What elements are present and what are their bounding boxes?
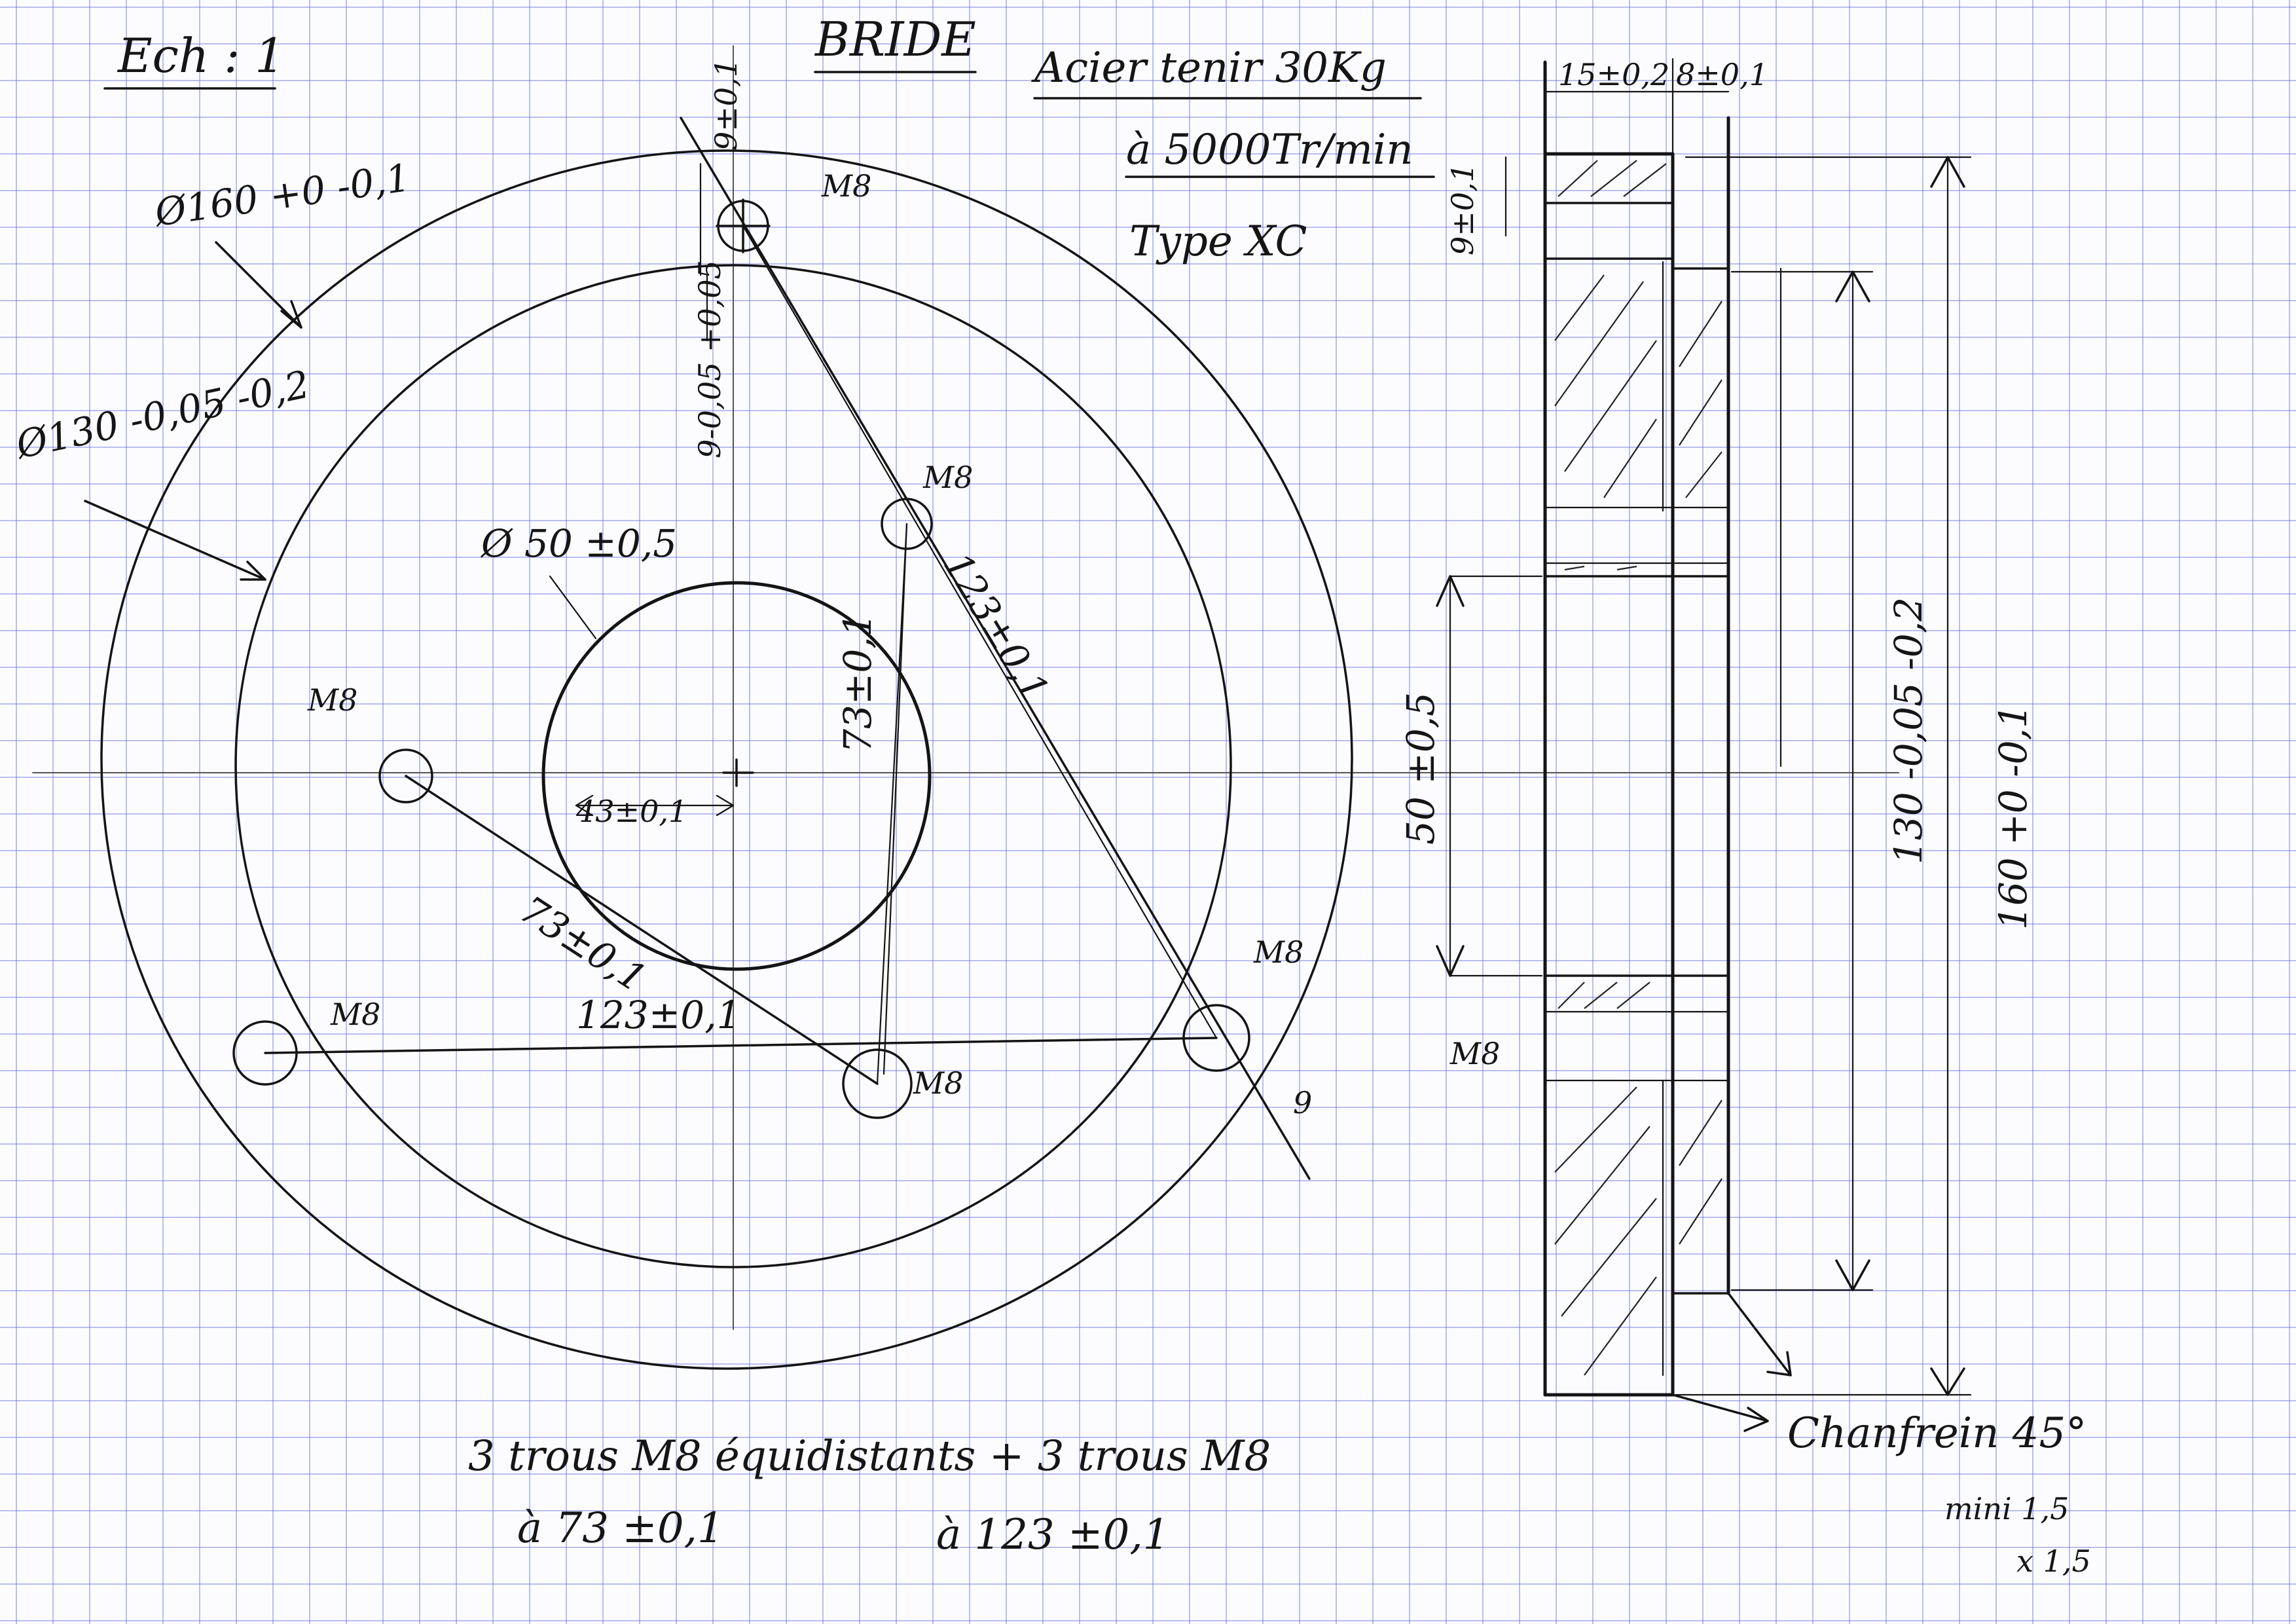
arrowhead-160: [280, 300, 302, 329]
chamfer-arrow-2: [1743, 1407, 1769, 1432]
bore-circle-50: [541, 581, 932, 971]
section-hatching: [1554, 160, 1722, 1376]
crosshair-top: [716, 198, 771, 253]
outer-triangle-base: [264, 1037, 1218, 1054]
bolt-hole-inner-left: [378, 748, 433, 803]
outer-diagonal-line: [680, 117, 1311, 1180]
leader-50: [549, 575, 597, 640]
center-mark: [722, 758, 754, 787]
hole-label-outer-right: M8: [1253, 934, 1303, 970]
chamfer-note: Chanfrein 45°: [1787, 1409, 2086, 1458]
hole-label-outer-left: M8: [330, 997, 380, 1032]
chamfer-mini: mini 1,5: [1944, 1491, 2069, 1526]
dim-73-vertical-label: 73±0,1: [835, 612, 880, 753]
chamfer-x: x 1,5: [2016, 1543, 2091, 1579]
outer-triangle-right: [742, 225, 1218, 1039]
inner-triangle-left: [405, 775, 879, 1085]
chamfer-arrow-1: [1766, 1351, 1792, 1376]
material-line-1: Acier tenir 30Kg: [1031, 44, 1387, 92]
holes-note-73: à 73 ±0,1: [517, 1504, 724, 1553]
section-dim-160-label: 160 +0 -0,1: [1991, 704, 2035, 930]
bore-diameter-label: Ø 50 ±0,5: [480, 521, 677, 566]
arrow-130-top: [1835, 270, 1870, 303]
section-dim-50-label: 50 ±0,5: [1398, 692, 1443, 845]
material-line-2: à 5000Tr/min: [1126, 126, 1413, 174]
holes-note-line-1: 3 trous M8 équidistants + 3 trous M8: [468, 1432, 1271, 1481]
material-type: Type XC: [1129, 217, 1307, 266]
width-15-label: 15±0,2: [1558, 57, 1669, 92]
drawing-title: BRIDE: [814, 12, 976, 67]
front-view: [32, 45, 1428, 1370]
leader-160: [215, 241, 302, 329]
hole-label-top: M8: [821, 168, 871, 204]
outer-circle-160: [100, 149, 1353, 1370]
inner-vertical-dim: [883, 523, 908, 1075]
leader-130: [84, 500, 266, 581]
pitch-circle-130: [234, 264, 1232, 1268]
arrow-160-top: [1930, 156, 1965, 188]
inner-triangle-right: [876, 523, 908, 1085]
section-hole-label: M8: [1449, 1036, 1500, 1071]
chamfer-leader-2: [1671, 1393, 1769, 1422]
arrowhead-130: [240, 561, 266, 581]
dim-123-diagonal-label: 123±0,1: [935, 545, 1058, 709]
dim-9-top-label: 9±0,1: [708, 58, 744, 151]
arrowhead-43a: [575, 794, 594, 817]
arrow-160-bottom: [1930, 1367, 1965, 1396]
dim-9-slot-label: 9-0,05 +0,05: [692, 260, 727, 458]
bolt-hole-inner-bottom: [842, 1048, 913, 1119]
dim-43-label: 43±0,1: [575, 794, 687, 829]
arrowhead-43b: [716, 794, 735, 817]
section-dim-9-label: 9±0,1: [1445, 163, 1480, 255]
dim-123-horizontal-label: 123±0,1: [576, 993, 741, 1037]
scale-label: Ech : 1: [117, 28, 285, 83]
dim-73-diagonal-label: 73±0,1: [512, 887, 654, 1001]
arrow-130-bottom: [1835, 1259, 1870, 1291]
hole-label-inner-top: M8: [922, 460, 973, 495]
section-dim-130-label: 130 -0,05 -0,2: [1886, 597, 1931, 864]
pitch-diameter-label: Ø130 -0,05 -0,2: [11, 361, 314, 468]
dim-9-right-label: 9: [1293, 1085, 1312, 1120]
section-view: [1381, 58, 1972, 1432]
holes-note-123: à 123 ±0,1: [936, 1511, 1169, 1559]
width-8-label: 8±0,1: [1676, 57, 1768, 92]
annotations: Ech : 1 BRIDE Acier tenir 30Kg à 5000Tr/…: [11, 12, 2091, 1579]
arrow-50-bottom: [1436, 945, 1465, 977]
hole-label-inner-bottom: M8: [913, 1065, 963, 1101]
outer-diameter-label: Ø160 +0 -0,1: [151, 155, 413, 235]
hole-label-inner-left: M8: [307, 682, 357, 718]
arrow-50-top: [1436, 575, 1465, 607]
chamfer-leader-1: [1727, 1292, 1792, 1376]
